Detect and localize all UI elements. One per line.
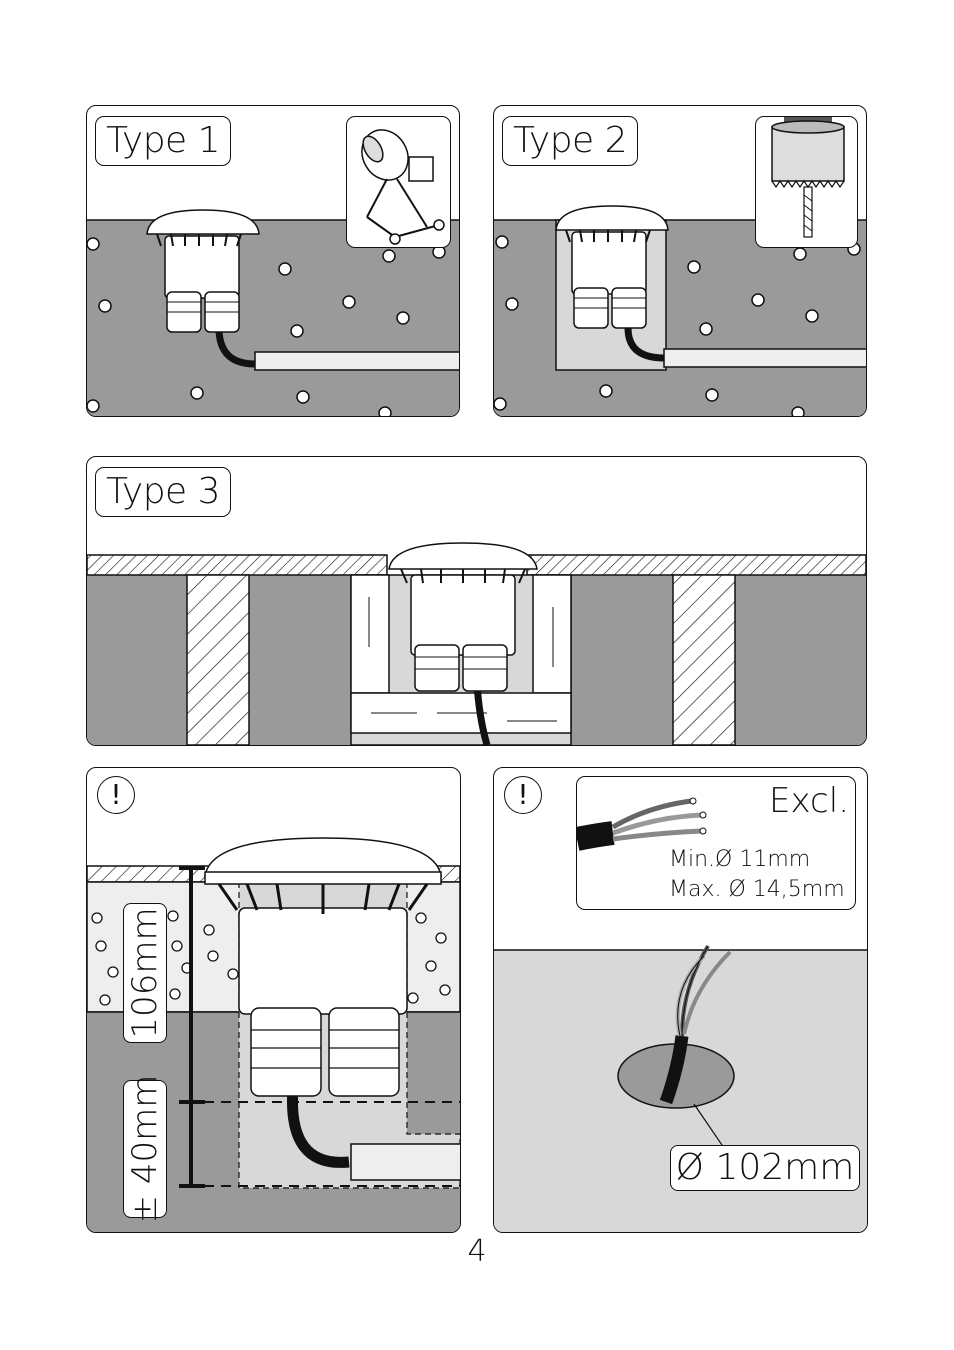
- concrete-mixer-icon: [346, 116, 451, 248]
- type-2-label: Type 2: [502, 116, 639, 166]
- hole-diameter-label: Ø 102mm: [670, 1145, 860, 1191]
- warning-icon: !: [97, 776, 135, 814]
- cable-icon: [577, 797, 707, 851]
- max-diameter-label: Max. Ø 14,5mm: [669, 877, 845, 902]
- type-3-label: Type 3: [95, 467, 232, 517]
- type-1-illustration: [87, 209, 459, 416]
- cable-spec-box: Excl. Min.Ø 11mm Max. Ø 14,5mm: [576, 776, 856, 910]
- panel-cable-specs: ! Excl. Min.Ø 11mm Max. Ø 14,5mm Ø 102mm: [493, 767, 868, 1233]
- type-2-illustration: [494, 205, 866, 416]
- dimension-106mm-text: 106mm: [125, 907, 165, 1039]
- min-diameter-label: Min.Ø 11mm: [669, 847, 811, 872]
- panel-type-1: Type 1: [86, 105, 460, 417]
- panel-installation-depth: ! 106mm ± 40mm: [86, 767, 461, 1233]
- dimension-106mm: 106mm: [123, 903, 167, 1043]
- hole-saw-drill-icon: [755, 116, 858, 248]
- excl-label: Excl.: [769, 781, 849, 821]
- panel-type-2: Type 2: [493, 105, 867, 417]
- type-3-illustration: [87, 542, 866, 745]
- warning-icon: !: [504, 776, 542, 814]
- dimension-40mm-text: ± 40mm: [125, 1074, 165, 1224]
- dimension-40mm: ± 40mm: [123, 1075, 167, 1223]
- type-1-label: Type 1: [95, 116, 232, 166]
- panel-type-3: Type 3: [86, 456, 867, 746]
- page-number: 4: [467, 1234, 487, 1269]
